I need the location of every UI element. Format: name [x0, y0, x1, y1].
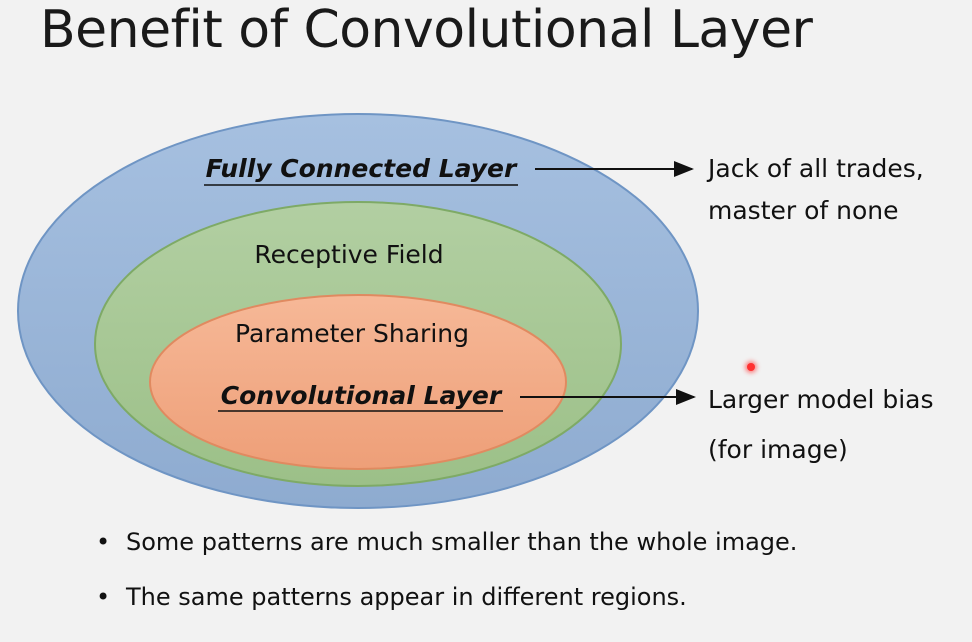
receptive-field-label: Receptive Field: [254, 240, 443, 269]
inner-ellipse-convolutional: [149, 294, 567, 470]
slide-title: Benefit of Convolutional Layer: [40, 0, 813, 60]
fully-connected-layer-label: Fully Connected Layer: [206, 154, 518, 183]
bullet-item: Some patterns are much smaller than the …: [96, 528, 797, 583]
annotation-top-line-2: master of none: [708, 196, 899, 225]
bullet-item: The same patterns appear in different re…: [96, 583, 797, 638]
convolutional-layer-label: Convolutional Layer: [221, 381, 503, 410]
annotation-top-line-1: Jack of all trades,: [708, 154, 924, 183]
laser-pointer-dot: [747, 363, 755, 371]
annotation-bottom-line-1: Larger model bias: [708, 385, 934, 414]
annotation-fully-connected: Jack of all trades, master of none: [708, 148, 924, 232]
parameter-sharing-label: Parameter Sharing: [235, 319, 469, 348]
annotation-bottom-line-2: (for image): [708, 435, 848, 464]
annotation-convolutional: Larger model bias (for image): [708, 375, 934, 475]
bullet-list: Some patterns are much smaller than the …: [96, 528, 797, 638]
